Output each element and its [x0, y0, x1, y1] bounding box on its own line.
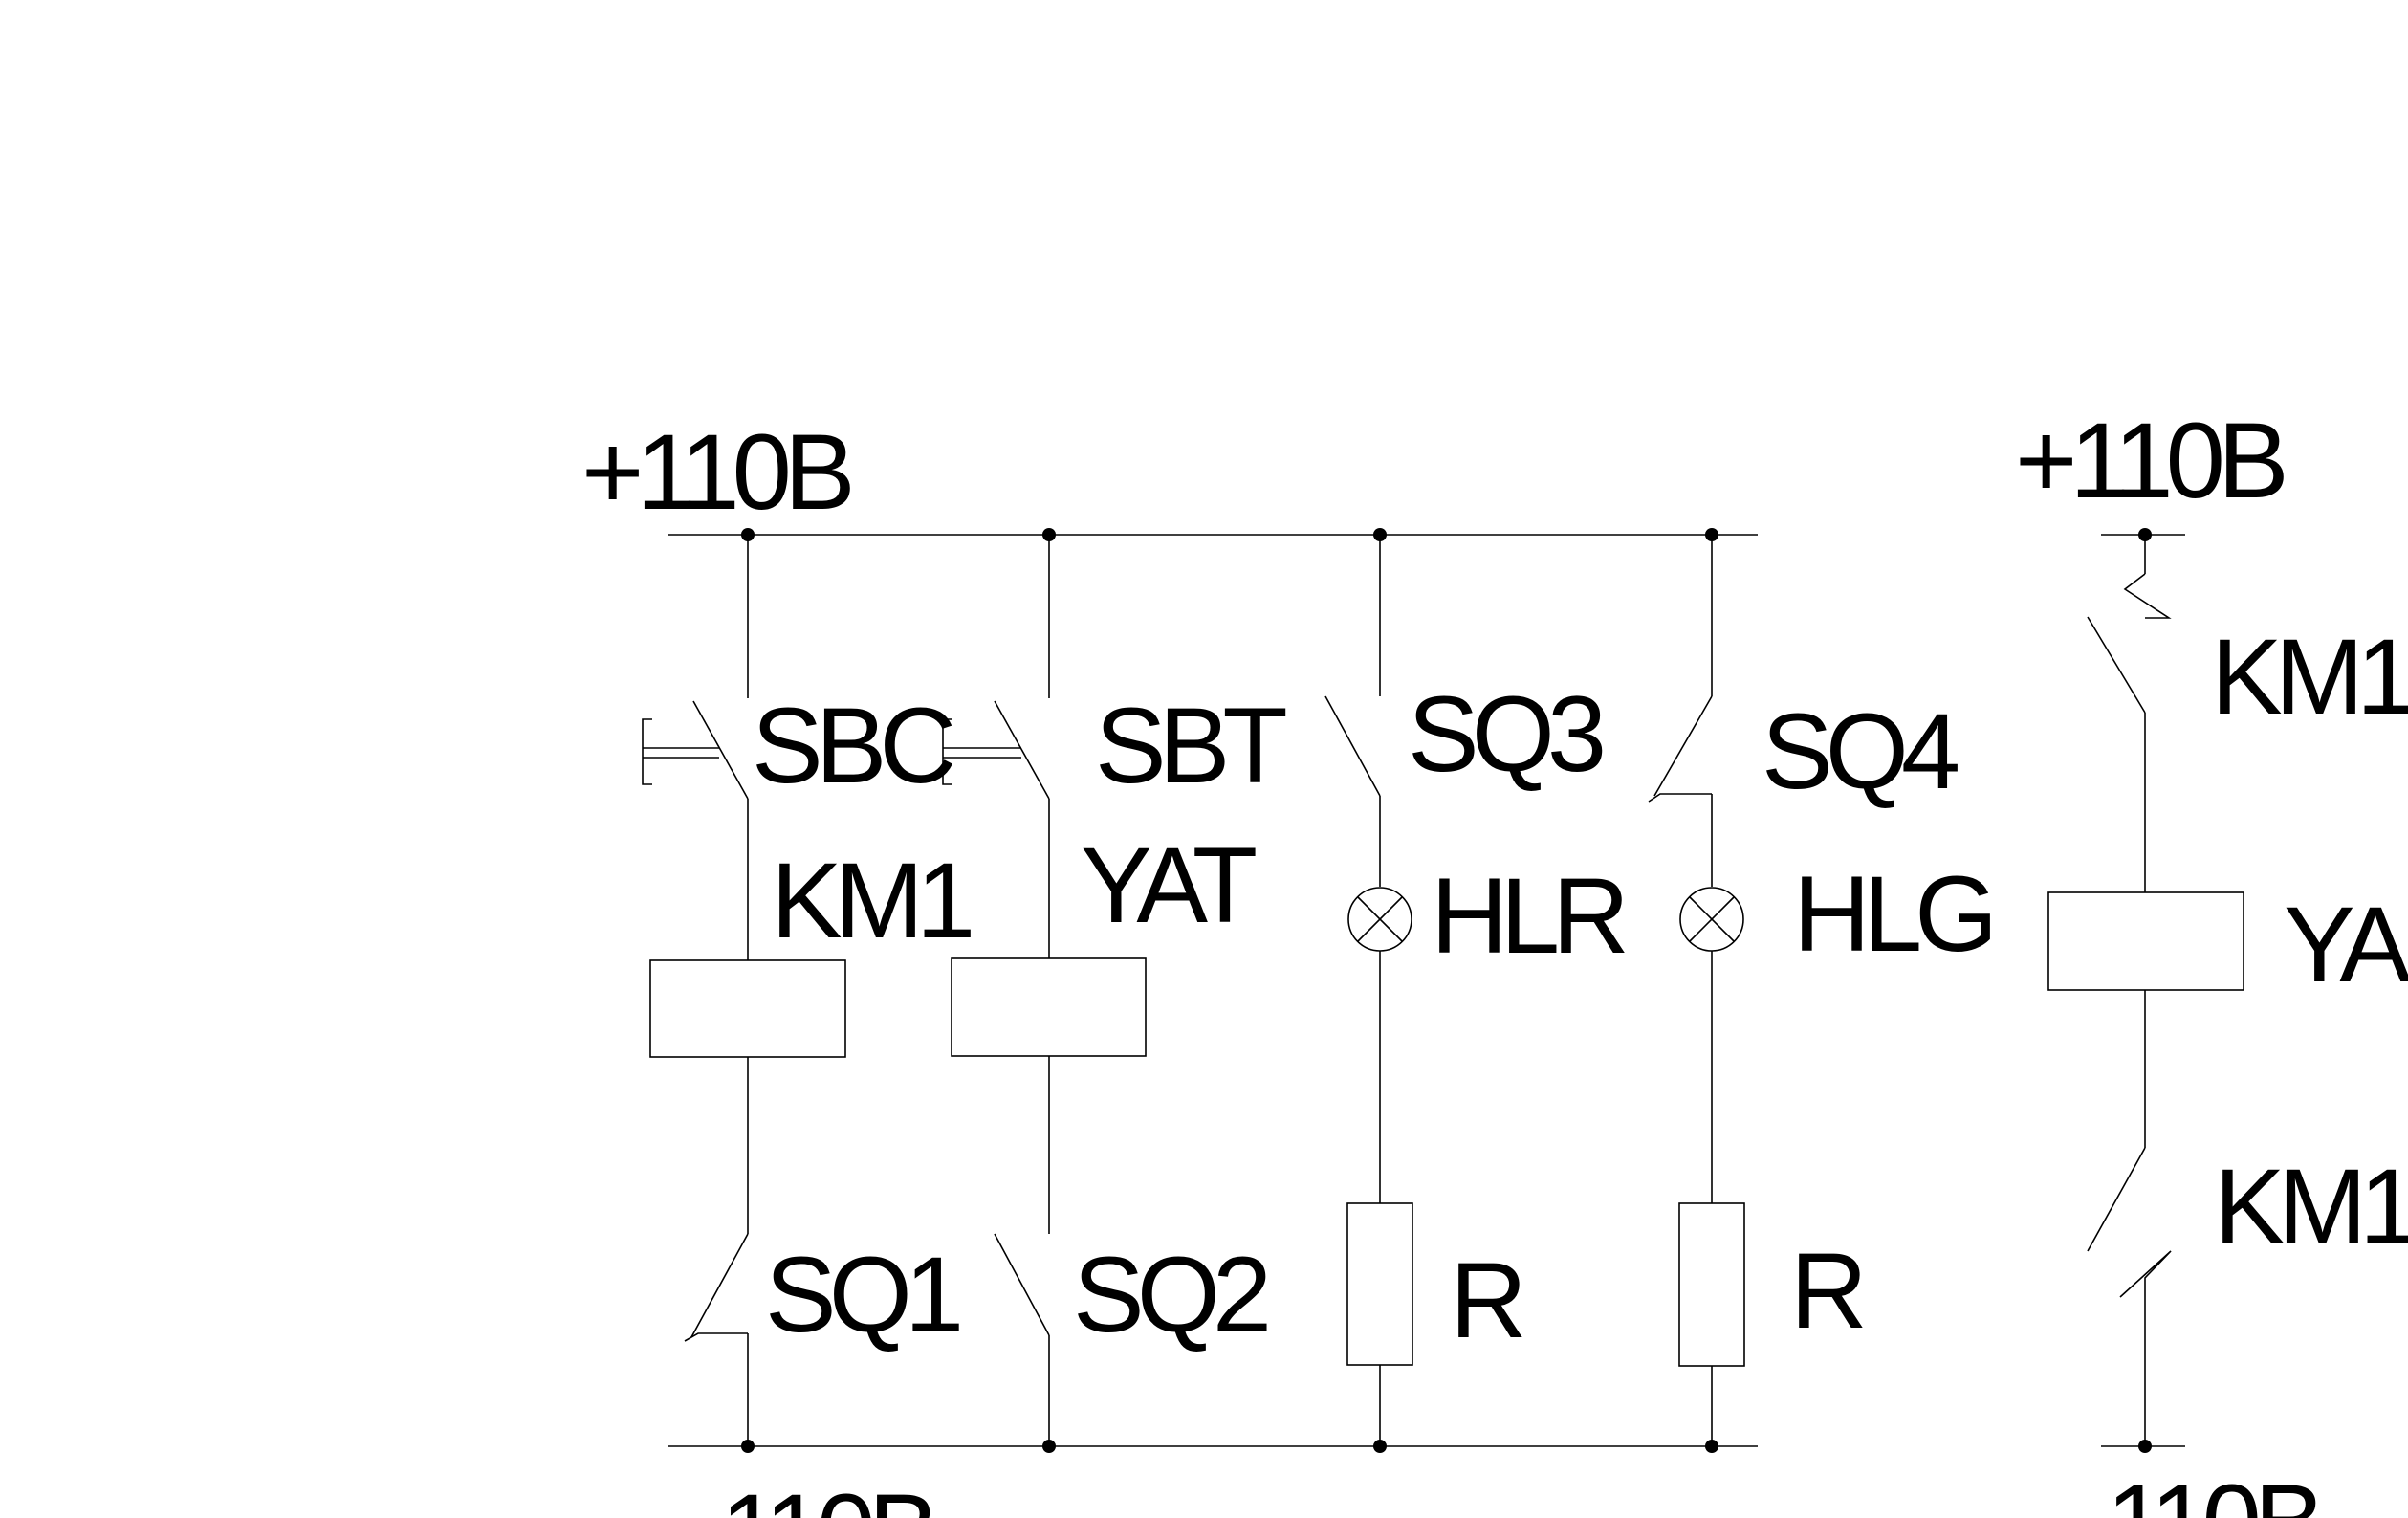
km1-top-contact [2087, 616, 2146, 714]
km1-label: KM1 [771, 841, 971, 960]
right-circuit: +110В KM1. YA KM1. - 110В [2015, 401, 2408, 1518]
resistor [1678, 1202, 1745, 1367]
hlg-lamp [1679, 887, 1744, 952]
branch-hlr [1324, 535, 1413, 1446]
hlg-label: HLG [1793, 854, 1990, 974]
left-circuit: +110В -110В SBC KM1 SQ1 SBT YAT SQ2 SQ3 … [581, 412, 1998, 1518]
sq1-contact [690, 1233, 749, 1338]
sq3-label: SQ3 [1408, 674, 1603, 794]
positive-supply-label: +110В [2015, 401, 2284, 520]
km1-bottom-contact-mark [2119, 1250, 2172, 1298]
km1-top-label: KM1. [2211, 617, 2408, 737]
km1-bottom-contact [2087, 1147, 2146, 1252]
km1-bottom-label: KM1. [2214, 1147, 2408, 1266]
sbt-label: SBT [1095, 686, 1285, 805]
sbt-pushbutton-contact [994, 700, 1050, 800]
yat-coil [951, 957, 1147, 1057]
branch-yat [942, 535, 1147, 1446]
negative-supply-label: - 110В [2056, 1463, 2320, 1518]
km1-top-contact-mark [2123, 573, 2172, 619]
ya-label: YA [2284, 885, 2408, 1004]
sq1-label: SQ1 [765, 1235, 959, 1354]
sq4-contact [1653, 695, 1713, 797]
ya-coil [2047, 891, 2244, 991]
resistor [1346, 1202, 1413, 1366]
sq2-contact [994, 1233, 1050, 1336]
branch-km1 [642, 535, 846, 1446]
resistor-label: R [1790, 1231, 1863, 1351]
sq2-label: SQ2 [1073, 1235, 1267, 1354]
negative-supply-label: -110В [692, 1472, 934, 1518]
hlr-lamp [1347, 887, 1412, 952]
sq3-contact [1324, 695, 1381, 797]
sbc-pushbutton-contact [692, 700, 749, 800]
resistor-label: R [1450, 1241, 1522, 1360]
sbc-label: SBC [752, 686, 952, 805]
positive-supply-label: +110В [581, 412, 850, 532]
branch-hlg [1648, 535, 1745, 1446]
hlr-label: HLR [1431, 856, 1625, 976]
yat-label: YAT [1081, 825, 1256, 945]
sq4-label: SQ4 [1762, 692, 1959, 811]
km1-coil [649, 959, 846, 1058]
